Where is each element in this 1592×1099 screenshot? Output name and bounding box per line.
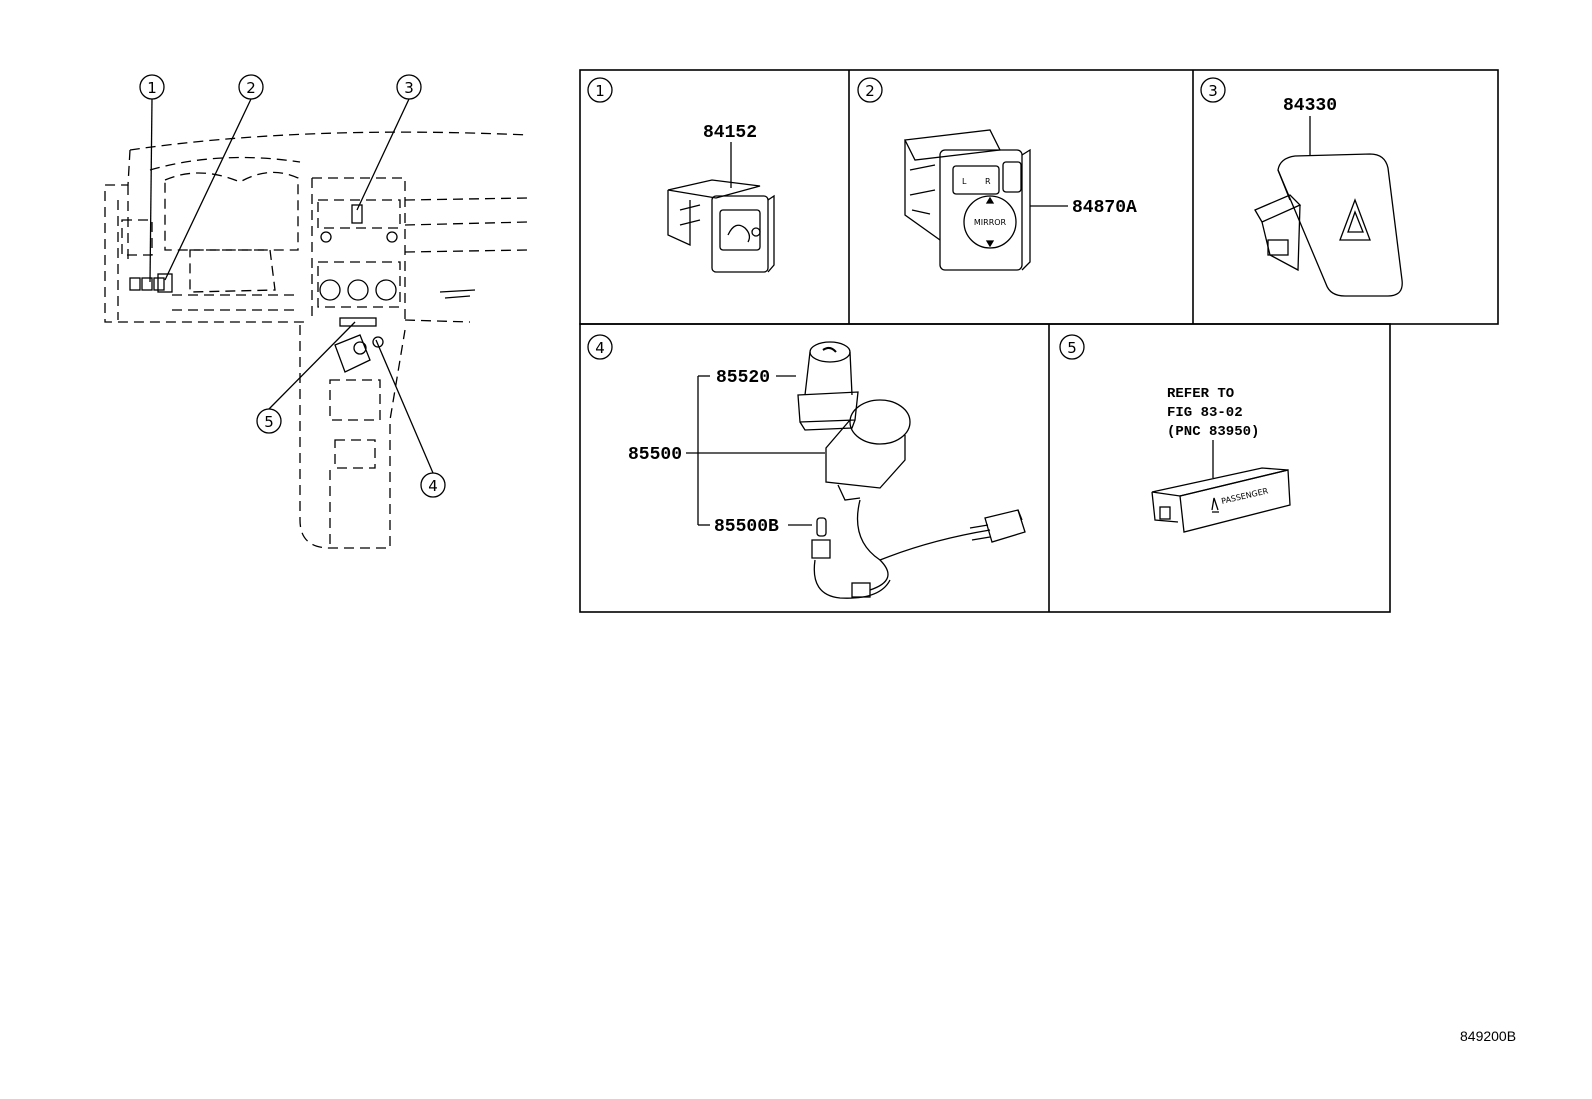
overview-callout-3: 3 — [404, 79, 414, 97]
part-number-84152: 84152 — [703, 123, 757, 143]
dashboard-overview — [104, 131, 529, 549]
panel-index-4: 4 — [595, 339, 605, 357]
overview-callout-1: 1 — [147, 79, 157, 97]
mirror-left-label: L — [962, 177, 967, 186]
overview-callouts — [139, 74, 446, 498]
part-number-84870A: 84870A — [1072, 198, 1137, 218]
refer-line-1: REFER TO — [1167, 386, 1234, 402]
passenger-indicator-drawing — [1151, 440, 1291, 533]
lighter-socket-drawing — [686, 341, 1026, 599]
hazard-switch-drawing — [1254, 116, 1403, 297]
mirror-knob-label: MIRROR — [974, 218, 1007, 227]
switch-84152-drawing — [667, 142, 775, 273]
overview-callout-5: 5 — [264, 413, 274, 431]
panel-index-2: 2 — [865, 82, 875, 100]
mirror-switch-drawing — [904, 129, 1068, 271]
part-number-85500B: 85500B — [714, 517, 779, 537]
refer-line-2: FIG 83-02 — [1167, 405, 1243, 421]
refer-line-3: (PNC 83950) — [1167, 424, 1259, 440]
passenger-switch-label: PASSENGER — [1220, 486, 1269, 506]
overview-callout-2: 2 — [246, 79, 256, 97]
panel-index-3: 3 — [1208, 82, 1218, 100]
mirror-right-label: R — [985, 177, 991, 186]
diagram-id: 849200B — [1460, 1028, 1517, 1044]
part-number-84330: 84330 — [1283, 96, 1337, 116]
panel-index-circles — [587, 77, 1226, 360]
part-number-85500: 85500 — [628, 445, 682, 465]
panel-frames — [579, 69, 1499, 613]
panel-index-5: 5 — [1067, 339, 1077, 357]
panel-index-1: 1 — [595, 82, 605, 100]
overview-callout-4: 4 — [428, 477, 438, 495]
part-number-85520: 85520 — [716, 368, 770, 388]
